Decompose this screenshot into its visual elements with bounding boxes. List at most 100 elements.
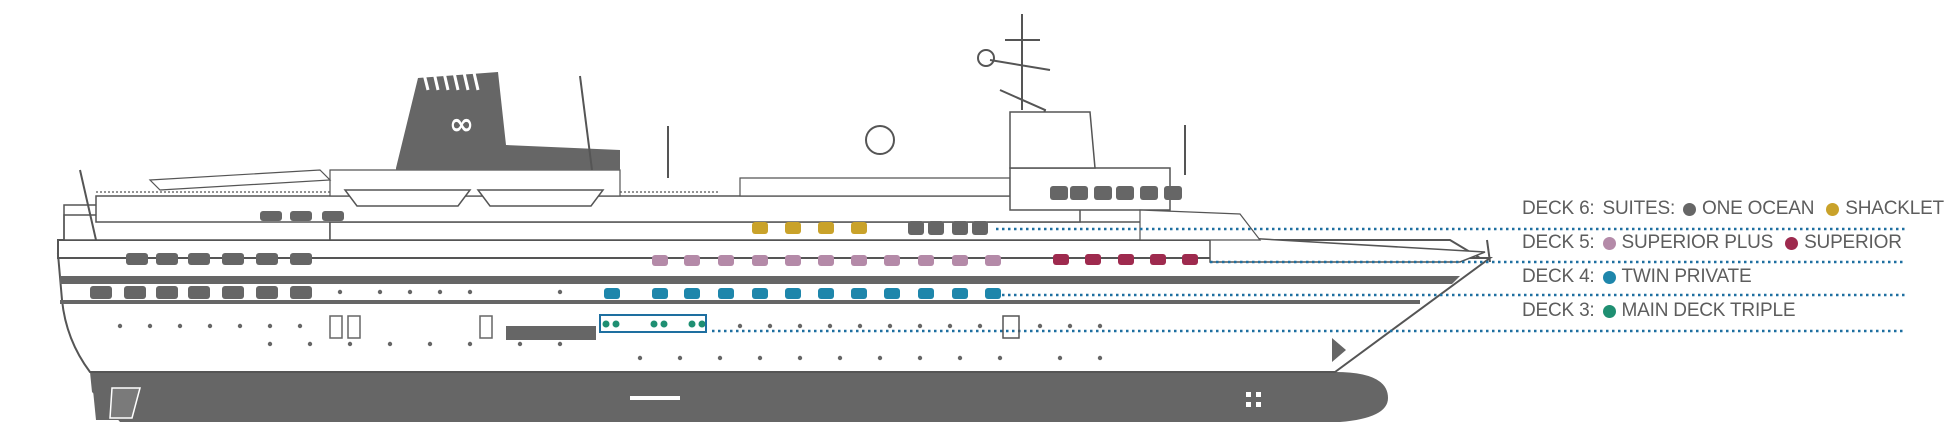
porthole: [177, 323, 183, 329]
stern-rail: [63, 204, 96, 240]
porthole: [267, 341, 273, 347]
porthole: [267, 323, 273, 329]
superior-dot-icon: [1785, 236, 1799, 250]
twin-private-cabin: [718, 288, 734, 299]
bridge-window: [1116, 186, 1134, 200]
aft-mast: [579, 75, 593, 171]
porthole: [467, 289, 473, 295]
window: [290, 211, 312, 221]
superior-plus-cabin: [884, 255, 900, 266]
hull-door: [347, 315, 361, 339]
main-deck-triple-dot-icon: [1602, 304, 1616, 318]
porthole: [957, 355, 963, 361]
legend-deck-6: DECK 6: SUITES: ONE OCEAN SHACKLETON: [1522, 198, 1944, 220]
porthole: [797, 355, 803, 361]
porthole: [767, 323, 773, 329]
porthole: [977, 323, 983, 329]
main-deck-triple-cabin: [602, 320, 610, 328]
hull-stripe: [60, 276, 1460, 284]
superior-plus-cabin: [985, 255, 1001, 266]
main-deck-triple-cabin: [650, 320, 658, 328]
twin-private-cabin: [684, 288, 700, 299]
window: [124, 286, 146, 299]
funnel-stripes: [420, 63, 480, 91]
legend-entry-label: TWIN PRIVATE: [1621, 266, 1752, 287]
porthole: [917, 355, 923, 361]
legend-deck-label: DECK 3:: [1522, 300, 1595, 321]
legend-deck-label: DECK 6:: [1522, 198, 1595, 219]
bow-deck: [1209, 235, 1486, 263]
twin-private-cabin: [818, 288, 834, 299]
porthole: [337, 289, 343, 295]
legend-deck-5: DECK 5: SUPERIOR PLUS SUPERIOR: [1522, 232, 1914, 254]
porthole: [1097, 355, 1103, 361]
radar-dome: [865, 125, 895, 155]
twin-private-cabin: [785, 288, 801, 299]
porthole: [837, 355, 843, 361]
window: [322, 211, 344, 221]
deck-guide-lines: [712, 227, 1905, 333]
porthole: [887, 323, 893, 329]
porthole: [877, 355, 883, 361]
stern-pole: [79, 169, 97, 241]
porthole: [147, 323, 153, 329]
porthole: [797, 323, 803, 329]
superior-cabin: [1150, 254, 1166, 265]
window: [90, 286, 112, 299]
one-ocean-cabin: [952, 221, 968, 235]
twin-private-cabin: [604, 288, 620, 299]
shackleton-cabin: [851, 222, 867, 234]
porthole: [207, 323, 213, 329]
window: [156, 253, 178, 265]
porthole: [757, 355, 763, 361]
legend-deck-3: DECK 3: MAIN DECK TRIPLE: [1522, 300, 1807, 322]
infinity-logo-icon: ∞: [449, 107, 474, 142]
twin-private-cabin: [918, 288, 934, 299]
legend-entry-label: SUPERIOR: [1804, 232, 1902, 253]
porthole: [997, 355, 1003, 361]
superior-plus-cabin: [718, 255, 734, 266]
superior-plus-cabin: [952, 255, 968, 266]
porthole: [517, 341, 523, 347]
superior-plus-cabin: [818, 255, 834, 266]
bridge-wing: [1139, 209, 1262, 241]
window: [260, 211, 282, 221]
superior-plus-cabin: [851, 255, 867, 266]
hull-door: [329, 315, 343, 339]
porthole: [467, 341, 473, 347]
shackleton-cabin: [818, 222, 834, 234]
twin-private-cabin: [952, 288, 968, 299]
twin-private-cabin: [752, 288, 768, 299]
twin-private-cabin: [884, 288, 900, 299]
porthole: [677, 355, 683, 361]
window: [156, 286, 178, 299]
bridge-block: [739, 177, 1011, 197]
window: [290, 253, 312, 265]
lifeboat: [343, 189, 472, 207]
porthole: [387, 341, 393, 347]
window: [222, 286, 244, 299]
porthole: [947, 323, 953, 329]
window: [256, 253, 278, 265]
window: [188, 253, 210, 265]
mast-bridge: [1009, 111, 1096, 169]
lifeboat: [476, 189, 605, 207]
legend-entry-label: ONE OCEAN: [1702, 198, 1815, 219]
windows: [117, 289, 1103, 361]
shackleton-cabin: [752, 222, 768, 234]
superior-plus-dot-icon: [1602, 236, 1616, 250]
twin-private-cabin: [851, 288, 867, 299]
one-ocean-cabin: [908, 221, 924, 235]
superior-cabin: [1182, 254, 1198, 265]
bridge-window: [1164, 186, 1182, 200]
superior-plus-cabin: [684, 255, 700, 266]
anchor-icon: [1246, 392, 1261, 407]
main-mast: [989, 14, 1051, 169]
radar-dome-small: [977, 49, 995, 67]
superior-plus-cabin: [785, 255, 801, 266]
one-ocean-dot-icon: [1683, 202, 1697, 216]
cabin-markers: [90, 186, 1198, 328]
legend-entry-label: MAIN DECK TRIPLE: [1621, 300, 1796, 321]
porthole: [857, 323, 863, 329]
